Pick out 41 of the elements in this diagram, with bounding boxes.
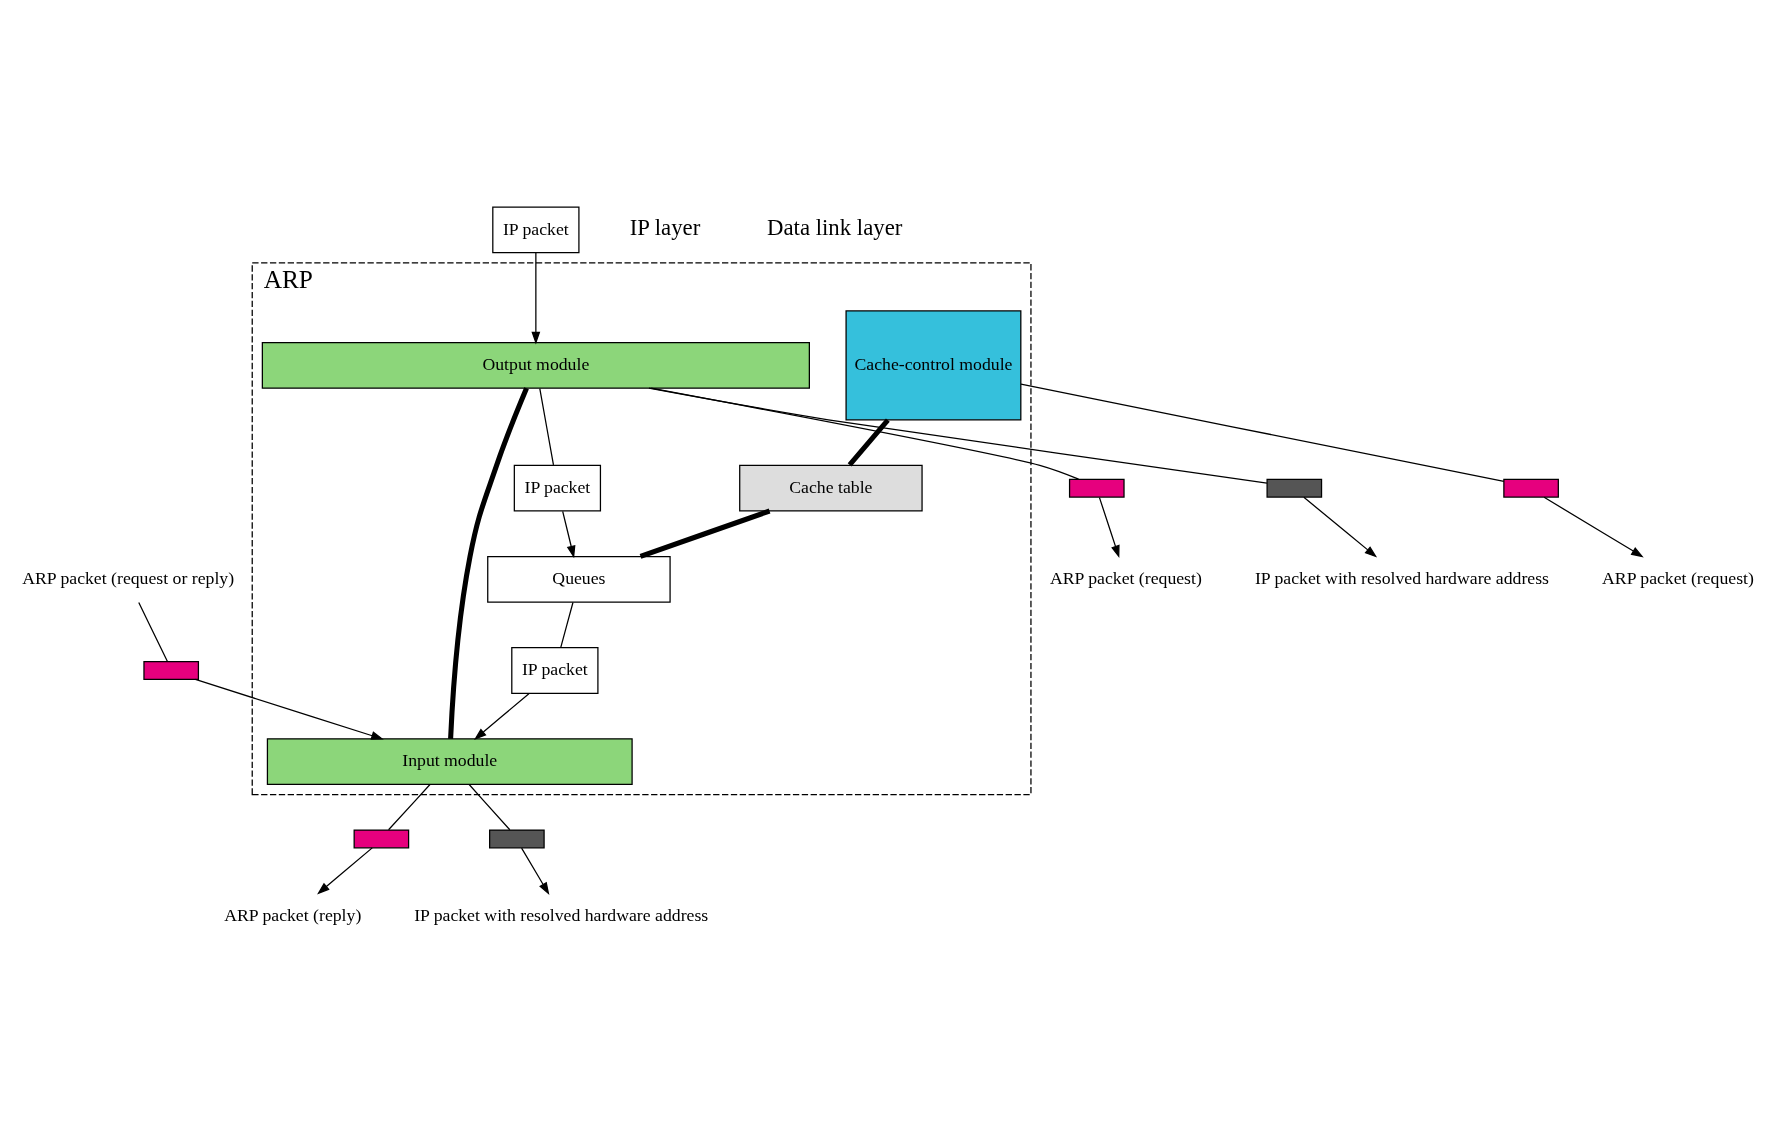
node-box: IP packet [513, 464, 602, 512]
node-text: ARP packet (reply) [224, 904, 362, 925]
arrow [1098, 496, 1120, 558]
label: Data link layer [767, 214, 903, 240]
node-text: ARP packet (request) [1602, 567, 1754, 588]
node-text: ARP packet (request) [1049, 567, 1202, 588]
label: IP layer [629, 214, 701, 240]
arrow [521, 847, 550, 895]
node-box [1266, 478, 1323, 498]
arrow [562, 510, 576, 558]
node-box: IP packet [511, 646, 599, 694]
node-box: Queues [487, 555, 671, 603]
node-box: IP packet [492, 205, 580, 253]
node-box: Output module [261, 341, 810, 389]
arrow [194, 678, 384, 740]
node-box: Cache-control module [845, 309, 1022, 420]
node-box [353, 828, 410, 848]
node-text: IP packet with resolved hardware address [414, 904, 709, 925]
connector [539, 387, 555, 466]
arrow [1543, 496, 1644, 557]
arrow [317, 846, 373, 894]
node-box: Cache table [739, 464, 923, 512]
node-box: Input module [266, 737, 633, 785]
connector [468, 783, 511, 830]
node-box [489, 828, 545, 848]
connector [138, 601, 168, 662]
node-box [1068, 478, 1125, 498]
connector [1020, 383, 1505, 482]
connector [560, 601, 574, 648]
connector [448, 386, 529, 739]
connector [847, 417, 890, 467]
node-box [1503, 478, 1559, 498]
node-text: ARP packet (request or reply) [22, 567, 235, 588]
arrow [473, 692, 530, 740]
connector [639, 508, 771, 559]
node-text: IP packet with resolved hardware address [1254, 567, 1549, 588]
arrow [531, 251, 541, 344]
node-box [143, 660, 200, 680]
connector [387, 783, 431, 830]
arrow [1303, 496, 1378, 558]
connector [648, 387, 1268, 484]
